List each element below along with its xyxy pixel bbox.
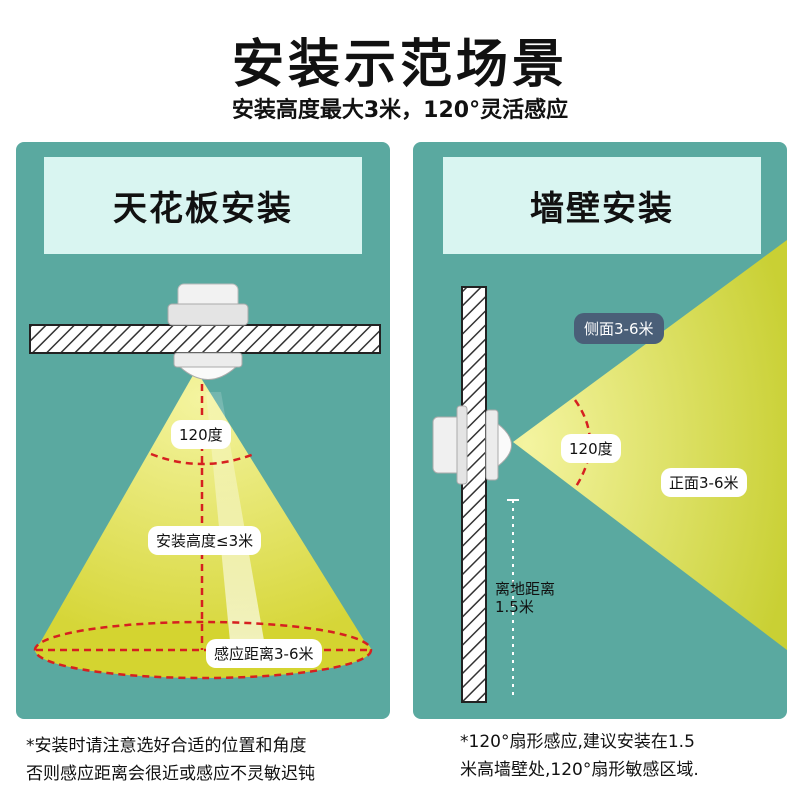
wall-ground-label: 离地距离 1.5米 — [495, 580, 555, 616]
ceiling-height-label: 安装高度≤3米 — [148, 526, 262, 555]
wall-note-line2: 米高墙壁处,120°扇形敏感区域. — [460, 760, 699, 780]
ceiling-note-line1: *安装时请注意选好合适的位置和角度 — [26, 736, 307, 756]
ceiling-note: *安装时请注意选好合适的位置和角度 否则感应距离会很近或感应不灵敏迟钝 — [26, 732, 315, 788]
wall-panel: 墙壁安装 侧面3-6米 120度 正面3-6米 离地距离 1.5米 — [413, 142, 787, 719]
wall-sensor — [432, 405, 512, 485]
wall-header: 墙壁安装 — [443, 157, 761, 254]
ceiling-distance-label: 感应距离3-6米 — [206, 639, 322, 668]
wall-diagram — [432, 240, 787, 703]
ceiling-slab — [29, 324, 381, 354]
ceiling-light-shaft — [206, 392, 266, 652]
ceiling-panel: 天花板安装 120度 安装高度≤3米 感应距离3-6米 — [16, 142, 390, 719]
ceiling-note-line2: 否则感应距离会很近或感应不灵敏迟钝 — [26, 764, 315, 784]
wall-note-line1: *120°扇形感应,建议安装在1.5 — [460, 732, 695, 752]
wall-slab — [461, 286, 487, 703]
ceiling-range-ellipse — [33, 620, 373, 680]
ceiling-angle-arc — [150, 452, 255, 466]
wall-side-label: 侧面3-6米 — [574, 313, 664, 344]
ceiling-header: 天花板安装 — [44, 157, 362, 254]
wall-angle-label: 120度 — [561, 434, 621, 463]
ceiling-diagram — [29, 283, 381, 680]
wall-ground-label-line2: 1.5米 — [495, 598, 534, 616]
wall-front-label: 正面3-6米 — [661, 468, 747, 497]
page-subtitle: 安装高度最大3米，120°灵活感应 — [231, 98, 569, 123]
ceiling-angle-label: 120度 — [171, 420, 231, 449]
ceiling-sensor — [167, 283, 249, 380]
wall-note: *120°扇形感应,建议安装在1.5 米高墙壁处,120°扇形敏感区域. — [460, 728, 699, 784]
wall-ground-label-line1: 离地距离 — [495, 580, 556, 598]
page-title: 安装示范场景 — [231, 35, 568, 95]
wall-beam-cone — [513, 240, 787, 650]
